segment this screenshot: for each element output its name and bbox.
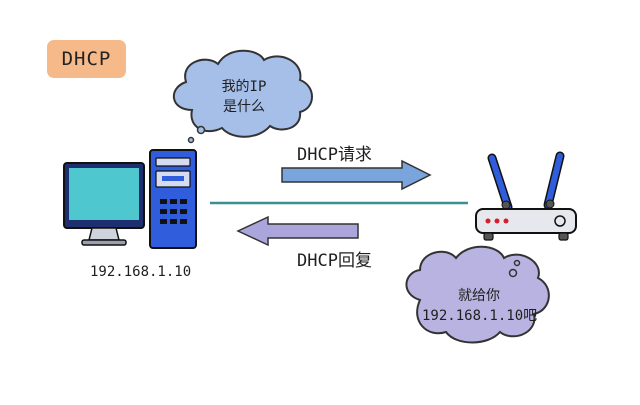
client-bubble-text: 我的IP 是什么: [214, 77, 274, 117]
reply-arrow-label: DHCP回复: [297, 251, 372, 271]
router-bubble-text: 就给你 192.168.1.10吧: [422, 286, 538, 326]
router-icon: [475, 151, 577, 241]
request-arrow: [281, 159, 432, 191]
router-thought-bubble: [405, 245, 550, 344]
client-thought-bubble: [173, 49, 313, 144]
monitor-icon: [63, 162, 145, 246]
title-tag: DHCP: [47, 40, 126, 78]
pc-tower-icon: [149, 149, 197, 249]
client-bubble-line-1: 我的IP: [221, 79, 267, 95]
router-bubble-line-1: 就给你: [458, 288, 500, 304]
client-bubble-line-2: 是什么: [223, 99, 265, 115]
router-bubble-line-2: 192.168.1.10吧: [422, 308, 538, 324]
computer-ip-label: 192.168.1.10: [90, 264, 192, 280]
request-arrow-label: DHCP请求: [297, 145, 372, 165]
reply-arrow: [236, 215, 359, 247]
